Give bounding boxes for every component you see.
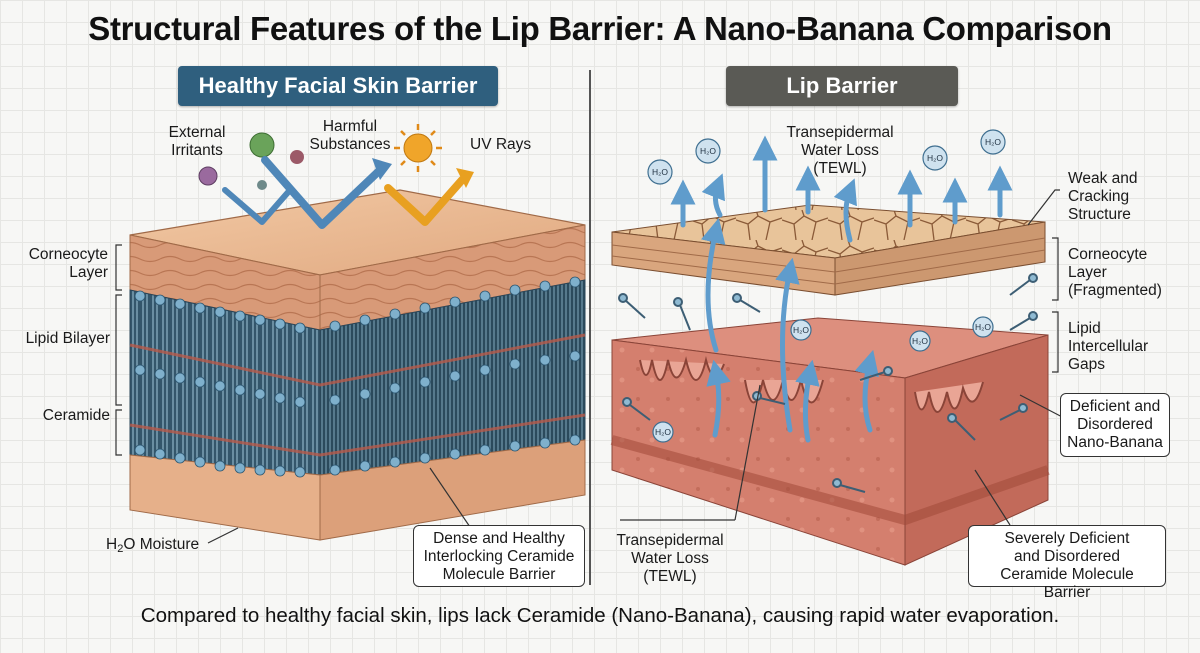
svg-text:H₂O: H₂O: [985, 137, 1001, 147]
tewl-bottom-label: Transepidermal Water Loss (TEWL): [616, 532, 724, 585]
h2o-moisture-label: H2O Moisture: [106, 536, 200, 555]
deflected-arrows: [222, 156, 474, 229]
svg-text:H₂O: H₂O: [655, 427, 671, 437]
svg-text:H₂O: H₂O: [927, 153, 943, 163]
external-irritants-label: External Irritants: [168, 124, 226, 159]
page-title: Structural Features of the Lip Barrier: …: [88, 10, 1112, 47]
uv-rays-label: UV Rays: [470, 136, 532, 153]
scattered-ceramides: [618, 273, 1038, 493]
bottom-caption: Compared to healthy facial skin, lips la…: [140, 604, 1060, 627]
svg-text:H₂O: H₂O: [975, 322, 991, 332]
lip-barrier-block: [610, 204, 1050, 566]
panel-divider: [589, 70, 591, 585]
tewl-top-label: Transepidermal Water Loss (TEWL): [786, 124, 894, 177]
water-molecule-text: H₂O H₂O H₂O H₂O H₂O H₂O H₂O H₂O: [652, 137, 1001, 437]
corneocyte-fragmented-label: Corneocyte Layer (Fragmented): [1068, 246, 1162, 299]
tewl-arrows: [670, 135, 1013, 443]
ceramide-label: Ceramide: [42, 407, 110, 424]
svg-text:H₂O: H₂O: [912, 336, 928, 346]
svg-text:H₂O: H₂O: [652, 167, 668, 177]
healthy-skin-block: [129, 189, 586, 541]
corneocyte-layer-label: Corneocyte Layer: [28, 246, 108, 281]
deficient-nano-banana-callout: Deficient and Disordered Nano-Banana: [1060, 393, 1170, 457]
weak-structure-label: Weak and Cracking Structure: [1068, 170, 1138, 223]
svg-text:H₂O: H₂O: [793, 325, 809, 335]
lipid-bilayer-label: Lipid Bilayer: [25, 330, 110, 347]
lipid-gaps-label: Lipid Intercellular Gaps: [1068, 320, 1149, 373]
irritants: [198, 124, 442, 190]
right-leaders: [620, 189, 1069, 526]
water-molecules: [647, 129, 1006, 443]
lip-panel-heading: Lip Barrier: [726, 66, 958, 106]
healthy-panel-heading: Healthy Facial Skin Barrier: [178, 66, 498, 106]
dense-barrier-callout: Dense and Healthy Interlocking Ceramide …: [413, 525, 585, 587]
harmful-substances-label: Harmful Substances: [309, 118, 391, 153]
left-leaders: [115, 244, 471, 544]
severely-deficient-callout: Severely Deficient and Disordered Cerami…: [968, 525, 1166, 601]
svg-text:H₂O: H₂O: [700, 146, 716, 156]
